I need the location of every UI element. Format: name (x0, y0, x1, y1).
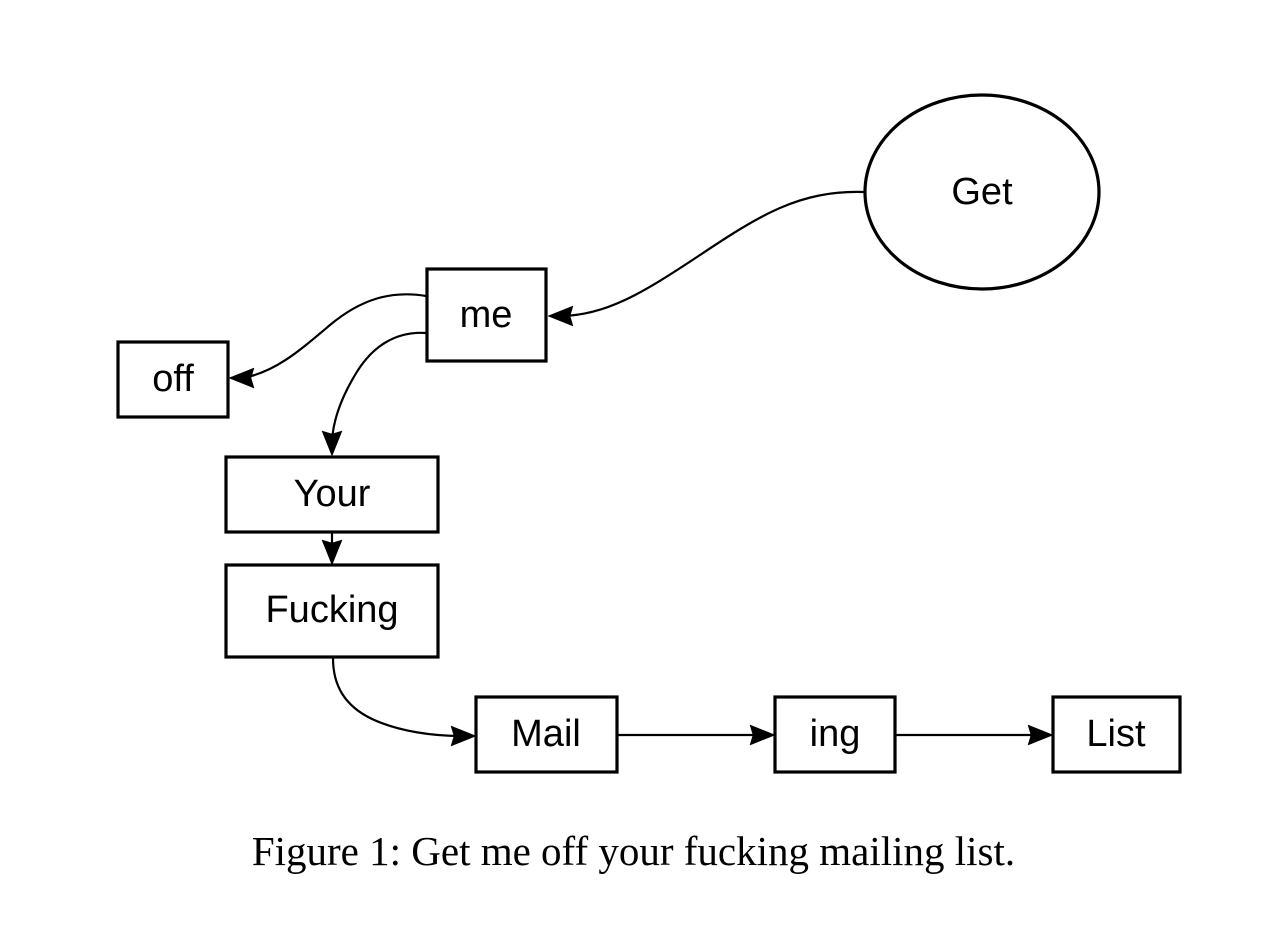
arrowhead-right-icon (749, 724, 776, 746)
node-fucking[interactable]: Fucking (224, 563, 440, 659)
arrowhead-right-icon (1027, 724, 1054, 746)
edge-your-to-fucking (321, 533, 343, 566)
arrowhead-down-icon (321, 430, 343, 457)
figure-caption: Figure 1: Get me off your fucking mailin… (251, 828, 1016, 874)
node-me[interactable]: me (425, 267, 548, 363)
node-your-rect[interactable] (224, 455, 440, 534)
node-your[interactable]: Your (224, 455, 440, 534)
node-get-ellipse[interactable] (863, 93, 1101, 291)
node-off[interactable]: off (116, 340, 230, 419)
node-your-label: Your (294, 473, 371, 515)
node-off-label: off (152, 358, 194, 400)
node-list-label: List (1086, 713, 1146, 755)
node-me-rect[interactable] (425, 267, 548, 363)
node-ing-label: ing (810, 713, 861, 755)
edge-fucking-to-mail (331, 657, 477, 747)
node-get-label: Get (951, 171, 1013, 213)
node-list[interactable]: List (1051, 695, 1182, 774)
node-get[interactable]: Get (863, 93, 1101, 291)
node-off-rect[interactable] (116, 340, 230, 419)
node-mail-label: Mail (511, 713, 581, 755)
node-fucking-rect[interactable] (224, 563, 440, 659)
node-me-label: me (460, 294, 513, 336)
edge-me-to-your-path (330, 331, 427, 442)
node-mail-rect[interactable] (474, 695, 619, 774)
arrowhead-right-icon (450, 725, 477, 747)
edge-me-to-off-path (242, 293, 427, 380)
node-ing[interactable]: ing (773, 695, 897, 774)
node-list-rect[interactable] (1051, 695, 1182, 774)
arrowhead-left-icon (228, 367, 255, 389)
edge-mail-to-ing (618, 724, 776, 746)
edge-get-to-me (547, 190, 865, 327)
edge-fucking-to-mail-path (331, 657, 462, 738)
arrowhead-down-icon (321, 539, 343, 566)
edge-me-to-off (228, 293, 427, 389)
node-mail[interactable]: Mail (474, 695, 619, 774)
arrowhead-left-icon (547, 305, 574, 327)
edge-me-to-your (321, 331, 427, 457)
edge-ing-to-list (896, 724, 1054, 746)
node-ing-rect[interactable] (773, 695, 897, 774)
node-fucking-label: Fucking (265, 589, 398, 631)
edge-get-to-me-path (561, 190, 865, 318)
